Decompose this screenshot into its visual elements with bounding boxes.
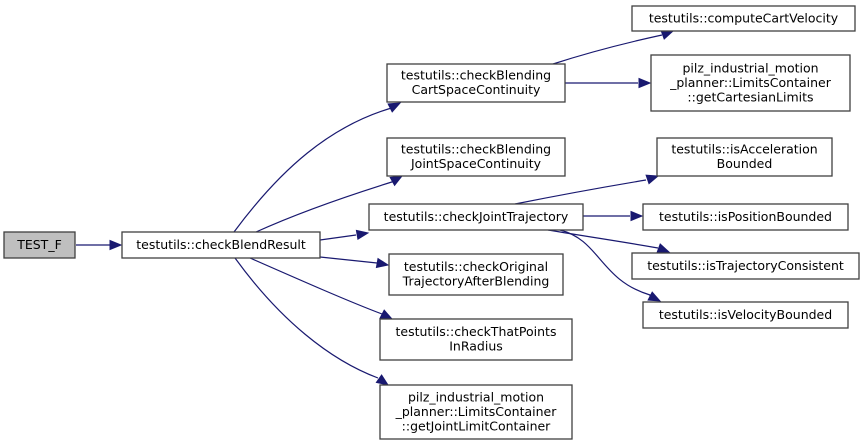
- edges-layer: [76, 29, 675, 386]
- node-checkBlendResult[interactable]: testutils::checkBlendResult: [121, 231, 321, 259]
- node-box: [121, 231, 321, 259]
- edge-checkBlendResult-to-getJointLimitContainer: [234, 257, 390, 386]
- edge-line: [552, 34, 663, 65]
- node-label-line: testutils::checkThatPoints: [396, 324, 557, 339]
- node-box: [379, 384, 573, 440]
- node-checkBlendingJointSpaceContinuity[interactable]: testutils::checkBlendingJointSpaceContin…: [386, 137, 566, 177]
- node-label-line: testutils::checkOriginal: [404, 259, 548, 274]
- edge-line: [319, 256, 378, 264]
- node-isPositionBounded[interactable]: testutils::isPositionBounded: [642, 203, 849, 231]
- node-label-line: TrajectoryAfterBlending: [402, 274, 550, 289]
- node-label-line: testutils::isPositionBounded: [659, 209, 832, 224]
- node-label-line: InRadius: [449, 339, 503, 354]
- edge-test_f-to-checkBlendResult: [76, 239, 123, 251]
- edge-checkBlendingCartSpaceContinuity-to-computeCartVelocity: [552, 29, 675, 65]
- node-box: [3, 231, 76, 259]
- edge-checkBlendResult-to-checkThatPointsInRadius: [249, 257, 394, 320]
- node-label-line: testutils::checkBlendResult: [136, 237, 306, 252]
- node-test_f: TEST_F: [3, 231, 76, 259]
- node-label-line: TEST_F: [16, 237, 62, 252]
- edge-checkJointTrajectory-to-isTrajectoryConsistent: [547, 229, 671, 254]
- node-label-line: testutils::computeCartVelocity: [649, 10, 839, 25]
- node-isTrajectoryConsistent[interactable]: testutils::isTrajectoryConsistent: [631, 252, 860, 280]
- node-label-line: testutils::isTrajectoryConsistent: [647, 258, 844, 273]
- node-label-line: testutils::isVelocityBounded: [659, 307, 832, 322]
- edge-line: [233, 106, 396, 233]
- node-label-line: testutils::checkBlending: [401, 142, 551, 157]
- edge-checkBlendResult-to-checkBlendingJointSpaceContinuity: [255, 175, 404, 233]
- edge-checkJointTrajectory-to-isAccelerationBounded: [514, 174, 660, 205]
- edge-checkBlendResult-to-checkOriginalTrajectoryAfterBlending: [319, 256, 390, 269]
- node-box: [642, 203, 849, 231]
- node-label-line: ::getJointLimitContainer: [402, 418, 552, 433]
- node-label-line: Bounded: [717, 156, 773, 171]
- arrowhead-icon: [647, 291, 662, 302]
- edge-line: [514, 179, 647, 205]
- edge-checkJointTrajectory-to-isVelocityBounded: [559, 229, 662, 302]
- arrowhead-icon: [355, 229, 370, 241]
- node-label-line: testutils::checkBlending: [401, 68, 551, 83]
- node-box: [642, 301, 849, 329]
- arrowhead-icon: [389, 175, 404, 187]
- edge-checkJointTrajectory-to-isPositionBounded: [583, 210, 644, 222]
- node-isVelocityBounded[interactable]: testutils::isVelocityBounded: [642, 301, 849, 329]
- arrowhead-icon: [375, 374, 390, 386]
- arrowhead-icon: [109, 239, 123, 251]
- node-checkBlendingCartSpaceContinuity[interactable]: testutils::checkBlendingCartSpaceContinu…: [386, 63, 566, 103]
- edge-line: [319, 234, 357, 241]
- arrowhead-icon: [630, 210, 644, 222]
- node-box: [386, 137, 566, 177]
- node-label-line: JointSpaceContinuity: [410, 156, 542, 171]
- arrowhead-icon: [645, 174, 660, 185]
- edge-line: [547, 229, 659, 249]
- edge-line: [249, 257, 383, 315]
- node-box: [631, 5, 856, 32]
- node-box: [650, 54, 851, 112]
- node-box: [368, 203, 584, 231]
- edge-checkBlendResult-to-checkBlendingCartSpaceContinuity: [233, 102, 402, 233]
- node-label-line: _planner::LimitsContainer: [669, 75, 832, 90]
- node-label-line: CartSpaceContinuity: [412, 82, 541, 97]
- arrowhead-icon: [375, 257, 390, 269]
- arrowhead-icon: [656, 243, 671, 254]
- arrowhead-icon: [660, 29, 675, 40]
- node-label-line: pilz_industrial_motion: [682, 60, 818, 75]
- node-label-line: testutils::isAcceleration: [671, 142, 817, 157]
- edge-checkBlendingCartSpaceContinuity-to-getCartesianLimits: [565, 77, 652, 89]
- edge-line: [255, 180, 396, 233]
- node-box: [386, 63, 566, 103]
- node-getCartesianLimits[interactable]: pilz_industrial_motion_planner::LimitsCo…: [650, 54, 851, 112]
- edge-line: [234, 257, 379, 379]
- node-label-line: _planner::LimitsContainer: [395, 404, 558, 419]
- edge-checkBlendResult-to-checkJointTrajectory: [319, 229, 370, 241]
- node-checkJointTrajectory[interactable]: testutils::checkJointTrajectory: [368, 203, 584, 231]
- arrowhead-icon: [638, 77, 652, 89]
- arrowhead-icon: [387, 102, 402, 113]
- node-box: [388, 253, 564, 296]
- edge-line: [559, 229, 651, 296]
- node-label-line: testutils::checkJointTrajectory: [384, 209, 569, 224]
- node-box: [631, 252, 860, 280]
- node-label-line: ::getCartesianLimits: [687, 89, 813, 104]
- node-checkOriginalTrajectoryAfterBlending[interactable]: testutils::checkOriginalTrajectoryAfterB…: [388, 253, 564, 296]
- node-box: [656, 137, 833, 177]
- node-getJointLimitContainer[interactable]: pilz_industrial_motion_planner::LimitsCo…: [379, 384, 573, 440]
- node-computeCartVelocity[interactable]: testutils::computeCartVelocity: [631, 5, 856, 32]
- node-label-line: pilz_industrial_motion: [408, 389, 544, 404]
- arrowhead-icon: [379, 309, 394, 320]
- node-box: [379, 318, 573, 361]
